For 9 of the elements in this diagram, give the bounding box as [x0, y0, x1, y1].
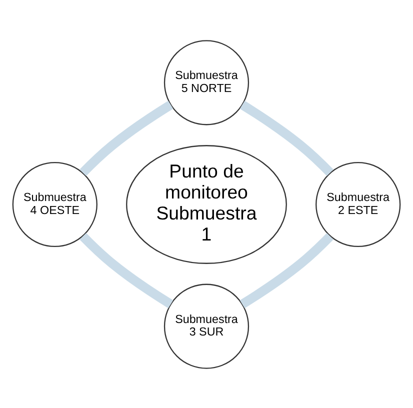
connector	[240, 100, 334, 176]
connector	[80, 232, 174, 308]
connector	[240, 232, 334, 308]
node-circle: Submuestra 3 SUR	[164, 283, 250, 368]
node-circle: Submuestra 4 OESTE	[12, 161, 98, 247]
node-circle: Submuestra 2 ESTE	[316, 161, 401, 247]
node-circle: Submuestra 5 NORTE	[164, 40, 250, 125]
node-ellipse: Punto de monitoreo Submuestra 1	[126, 144, 287, 264]
connector	[80, 100, 174, 176]
